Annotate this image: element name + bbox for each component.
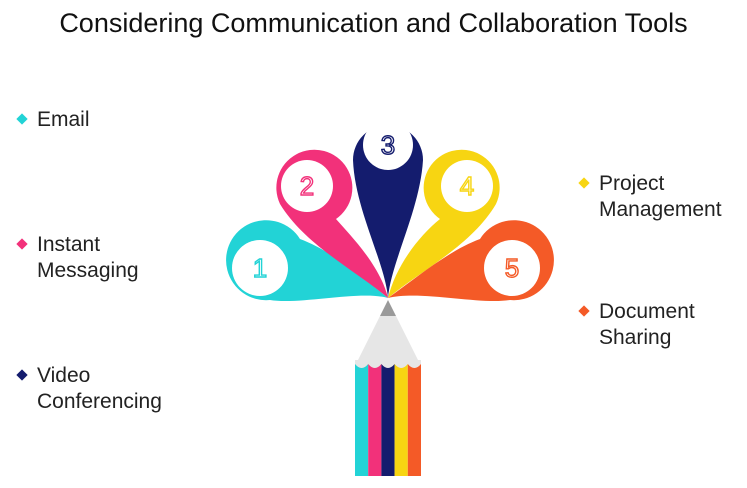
petal-2-number: 2 bbox=[300, 171, 314, 201]
item-document-sharing: Document Sharing bbox=[578, 299, 695, 351]
petal-1-circle bbox=[232, 240, 288, 296]
item-email: Email bbox=[16, 107, 90, 133]
petal-2-circle bbox=[281, 160, 333, 212]
pencil-stripe-5 bbox=[407, 364, 421, 476]
item-label: Instant Messaging bbox=[37, 233, 139, 282]
page-title: Considering Communication and Collaborat… bbox=[59, 8, 688, 38]
item-project-management: Project Management bbox=[578, 171, 722, 223]
pencil-lead bbox=[380, 300, 396, 316]
item-label: Video Conferencing bbox=[37, 364, 162, 413]
pencil-stripe-3 bbox=[381, 364, 395, 476]
petal-3-number: 3 bbox=[381, 130, 395, 160]
pencil-stripe-1 bbox=[355, 364, 369, 476]
petal-3 bbox=[353, 125, 423, 298]
item-label: Document Sharing bbox=[599, 300, 695, 349]
petal-3-circle bbox=[363, 120, 413, 170]
item-video-conferencing: Video Conferencing bbox=[16, 363, 162, 415]
item-label: Project Management bbox=[599, 172, 722, 221]
pencil-stripe-4 bbox=[394, 364, 408, 476]
petal-1-number: 1 bbox=[253, 253, 267, 283]
item-label: Email bbox=[37, 108, 90, 131]
petal-4-circle bbox=[441, 160, 493, 212]
petal-4-number: 4 bbox=[460, 171, 474, 201]
item-instant-messaging: Instant Messaging bbox=[16, 232, 139, 284]
pencil-stripe-2 bbox=[368, 364, 382, 476]
pencil-scallop bbox=[355, 360, 421, 368]
pencil-tip bbox=[355, 316, 421, 366]
petal-5-number: 5 bbox=[505, 253, 519, 283]
petal-5-circle bbox=[484, 240, 540, 296]
